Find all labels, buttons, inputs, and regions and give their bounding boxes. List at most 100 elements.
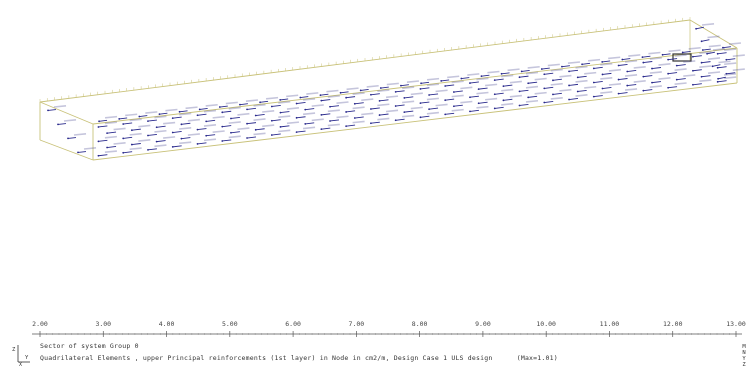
vector-label-mark <box>624 74 638 77</box>
vector-arrow <box>544 100 554 103</box>
vector-label-mark <box>185 106 198 110</box>
vector-label-mark <box>311 104 324 107</box>
vector-arrow <box>519 103 529 106</box>
vector-head <box>205 134 208 137</box>
vector-arrow <box>219 105 228 108</box>
vector-label-mark <box>286 121 300 125</box>
vector-label-mark <box>113 141 126 145</box>
vector-arrow <box>469 95 479 98</box>
vector-arrow <box>668 58 678 61</box>
vector-arrow <box>354 102 364 105</box>
vector-arrow <box>726 72 736 75</box>
vector-label-mark <box>707 71 721 74</box>
vector-head <box>543 101 546 104</box>
vector-head <box>279 99 282 101</box>
vector-head <box>641 56 644 59</box>
vector-head <box>394 105 397 107</box>
vector-arrow <box>181 137 191 140</box>
vector-arrow <box>197 128 207 131</box>
vector-label-mark <box>527 65 540 69</box>
vector-head <box>97 140 100 143</box>
vector-arrow <box>478 101 488 104</box>
vector-head <box>230 131 232 134</box>
side-letter: Z <box>742 362 746 368</box>
vector-arrow <box>552 92 562 95</box>
axis-label-horizontal: Y <box>25 355 29 361</box>
vector-arrow <box>429 93 439 96</box>
caption-description-text: Quadrilateral Elements , upper Principal… <box>40 354 493 362</box>
model-viewport[interactable] <box>0 0 755 310</box>
vector-arrow <box>123 122 133 125</box>
selection-marker <box>672 53 692 62</box>
vector-arrow <box>701 61 711 64</box>
vector-head <box>218 106 221 108</box>
vector-arrow <box>478 87 488 90</box>
vector-arrow <box>296 130 306 133</box>
vector-label-mark <box>699 79 712 83</box>
vector-head <box>592 67 595 70</box>
vector-label-mark <box>707 57 721 60</box>
vector-arrow <box>370 121 380 124</box>
vector-label-mark <box>724 62 737 66</box>
vector-label-mark <box>525 71 539 75</box>
vector-head <box>254 114 257 117</box>
vector-head <box>320 99 323 102</box>
vector-arrow <box>395 90 405 93</box>
vector-label-mark <box>600 62 613 66</box>
vector-arrow <box>206 119 216 122</box>
reinforcement-vectors <box>39 17 745 157</box>
vector-label-mark <box>451 80 464 84</box>
vector-label-mark <box>361 112 374 116</box>
vector-head <box>717 77 719 80</box>
vector-label-mark <box>674 54 687 57</box>
vector-head <box>428 94 431 96</box>
vector-head <box>246 137 248 139</box>
vector-arrow <box>395 104 405 107</box>
vector-head <box>279 125 282 128</box>
vector-label-mark <box>485 97 498 101</box>
vector-head <box>270 105 273 108</box>
vector-arrow <box>429 107 439 110</box>
vector-head <box>239 103 241 106</box>
vector-label-mark <box>402 86 415 90</box>
scale-tick-label: 8.00 <box>412 320 428 328</box>
vector-head <box>518 90 521 93</box>
vector-arrow <box>119 117 128 120</box>
scale-tick-label: 9.00 <box>475 320 491 328</box>
scale-tick-label: 2.00 <box>32 320 48 328</box>
vector-label-mark <box>550 68 563 72</box>
vector-head <box>370 93 372 96</box>
vector-arrow <box>320 93 329 96</box>
vector-label-mark <box>509 80 522 84</box>
vector-arrow <box>577 89 587 92</box>
vector-label-mark <box>649 85 662 88</box>
vector-head <box>452 91 455 93</box>
caption-title-text: Sector of system Group 0 <box>40 342 139 350</box>
vector-arrow <box>593 66 603 69</box>
vector-label-mark <box>624 88 638 91</box>
vector-label-mark <box>278 129 291 133</box>
vector-head <box>378 114 381 116</box>
vector-label-mark <box>509 94 522 98</box>
vector-label-mark <box>129 147 142 151</box>
vector-head <box>651 67 653 70</box>
vector-head <box>118 118 121 120</box>
vector-label-mark <box>584 71 597 75</box>
vector-head <box>428 108 431 111</box>
vector-arrow <box>123 151 133 154</box>
vector-label-mark <box>426 83 439 87</box>
vector-head <box>518 104 521 107</box>
vector-arrow <box>453 90 463 93</box>
vector-head <box>502 99 505 102</box>
vector-label-mark <box>633 65 646 69</box>
vector-arrow <box>528 81 538 84</box>
vector-label-mark <box>501 74 514 78</box>
vector-label-mark <box>402 114 415 118</box>
vector-label-mark <box>237 127 250 131</box>
vector-arrow <box>706 51 716 55</box>
vector-head <box>601 61 604 63</box>
vector-head <box>681 51 684 54</box>
vector-label-mark <box>559 74 572 78</box>
vector-arrow <box>453 104 463 107</box>
vector-arrow <box>197 142 207 145</box>
